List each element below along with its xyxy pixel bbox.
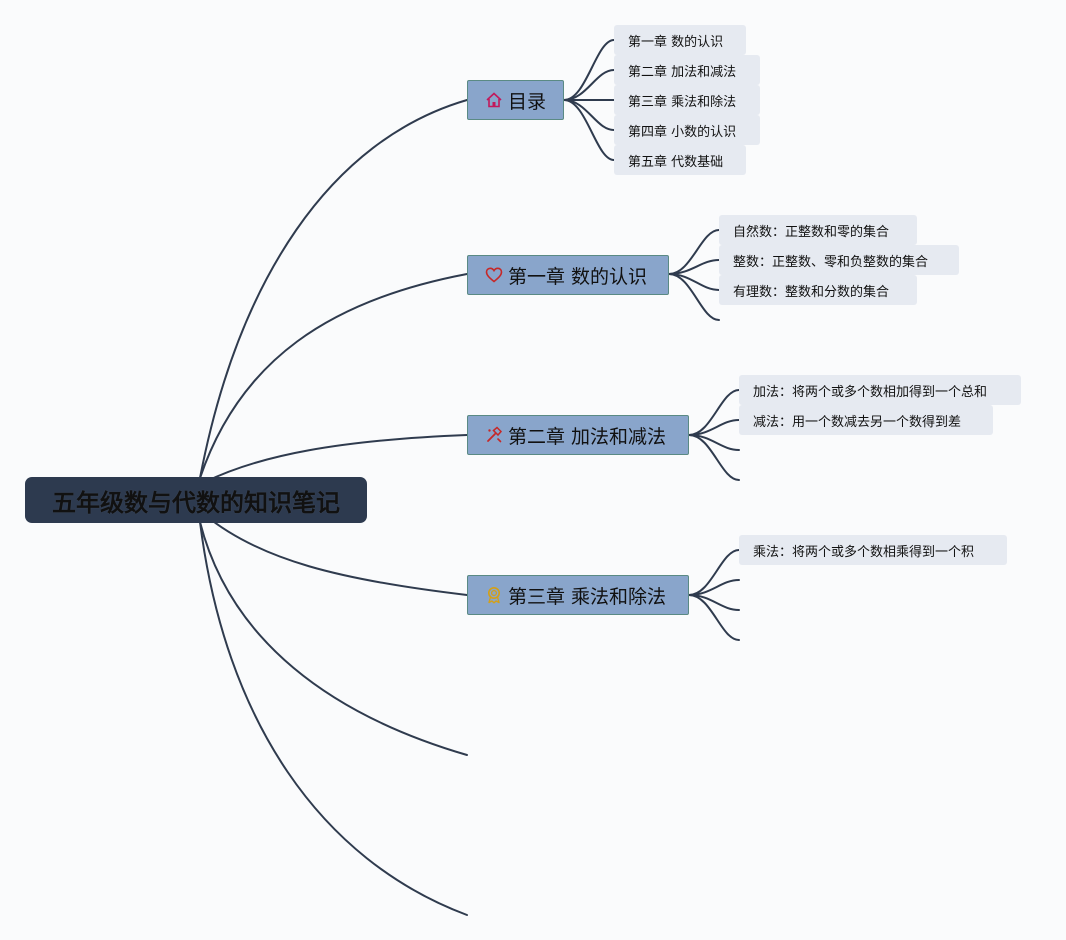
- leaf-contents-4[interactable]: 第四章 小数的认识: [614, 115, 760, 145]
- connector-line-3: [204, 514, 468, 596]
- leaf-chapter-2-2[interactable]: 减法：用一个数减去另一个数得到差: [739, 405, 993, 435]
- award-icon: [484, 585, 504, 605]
- leaf-label: 第四章 小数的认识: [628, 124, 737, 140]
- leaf-label: 整数：正整数、零和负整数的集合: [733, 254, 929, 270]
- leaf-contents-3[interactable]: 第三章 乘法和除法: [614, 85, 760, 115]
- leaf-chapter-2-1[interactable]: 加法：将两个或多个数相加得到一个总和: [739, 375, 1021, 405]
- root-topic-label: 五年级数与代数的知识笔记: [52, 488, 340, 517]
- branch-chapter-1-label: 第一章 数的认识: [508, 265, 648, 288]
- home-icon: [484, 90, 504, 110]
- leaf-label: 第五章 代数基础: [628, 154, 724, 170]
- leaf-label: 第二章 加法和减法: [628, 64, 737, 80]
- branch-contents[interactable]: 目录: [467, 80, 564, 120]
- connector-line-4: [199, 521, 468, 756]
- branch-chapter-2-label: 第二章 加法和减法: [508, 425, 667, 448]
- leaf-chapter-1-1[interactable]: 自然数：正整数和零的集合: [719, 215, 917, 245]
- leaf-label: 第三章 乘法和除法: [628, 94, 737, 110]
- root-topic[interactable]: 五年级数与代数的知识笔记: [25, 477, 367, 523]
- leaf-label: 乘法：将两个或多个数相乘得到一个积: [753, 544, 975, 560]
- leaf-label: 减法：用一个数减去另一个数得到差: [753, 414, 962, 430]
- leaf-chapter-1-2[interactable]: 整数：正整数、零和负整数的集合: [719, 245, 959, 275]
- hammer-icon: [484, 425, 504, 445]
- leaf-contents-1[interactable]: 第一章 数的认识: [614, 25, 746, 55]
- branch-chapter-3[interactable]: 第三章 乘法和除法: [467, 575, 689, 615]
- leaf-label: 第一章 数的认识: [628, 34, 724, 50]
- heart-icon: [484, 265, 504, 285]
- connector-line-14: [668, 273, 720, 321]
- connector-line-2: [204, 434, 468, 483]
- leaf-label: 加法：将两个或多个数相加得到一个总和: [753, 384, 988, 400]
- leaf-label: 有理数：整数和分数的集合: [733, 284, 890, 300]
- leaf-chapter-1-3[interactable]: 有理数：整数和分数的集合: [719, 275, 917, 305]
- branch-chapter-3-label: 第三章 乘法和除法: [508, 585, 667, 608]
- connector-line-5: [199, 521, 468, 916]
- branch-chapter-2[interactable]: 第二章 加法和减法: [467, 415, 689, 455]
- leaf-label: 自然数：正整数和零的集合: [733, 224, 890, 240]
- connector-line-18: [688, 434, 740, 481]
- branch-contents-label: 目录: [508, 90, 547, 113]
- connector-line-1: [199, 273, 468, 479]
- connector-line-0: [199, 99, 468, 479]
- connector-line-22: [688, 594, 740, 641]
- leaf-contents-2[interactable]: 第二章 加法和减法: [614, 55, 760, 85]
- leaf-contents-5[interactable]: 第五章 代数基础: [614, 145, 746, 175]
- branch-chapter-1[interactable]: 第一章 数的认识: [467, 255, 669, 295]
- connector-line-10: [563, 99, 615, 161]
- connector-line-6: [563, 39, 615, 101]
- leaf-chapter-3-1[interactable]: 乘法：将两个或多个数相乘得到一个积: [739, 535, 1007, 565]
